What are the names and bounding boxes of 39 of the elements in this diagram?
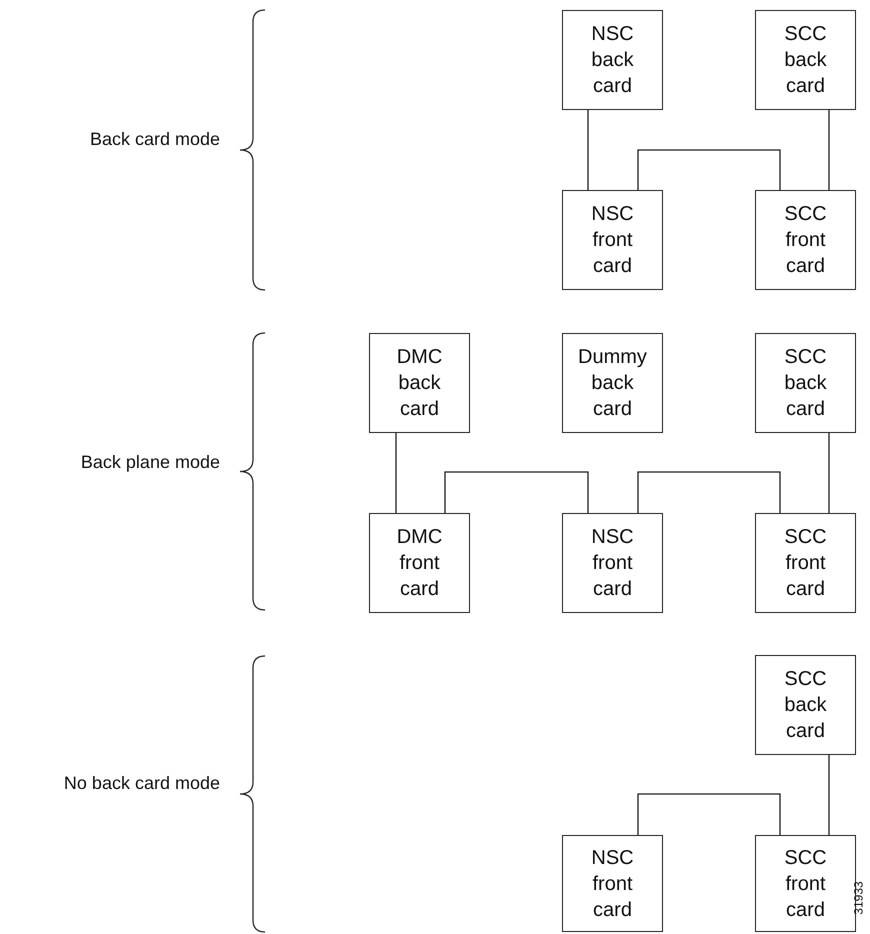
card-label: NSC front card (590, 202, 635, 279)
card-label: SCC front card (783, 525, 828, 602)
card-box (755, 835, 856, 932)
connector-line (637, 471, 781, 513)
card-label: NSC back card (590, 22, 635, 99)
card-label: SCC front card (783, 846, 828, 922)
card-box (369, 333, 470, 433)
card-box (562, 190, 663, 290)
card-box (755, 10, 856, 110)
card-box (755, 513, 856, 613)
connector-line (828, 110, 830, 190)
card-box (562, 513, 663, 613)
card-box (755, 190, 856, 290)
mode-label: No back card mode (64, 773, 220, 794)
mode-label: Back card mode (90, 129, 220, 150)
connector-line (395, 433, 397, 513)
card-box (562, 333, 663, 433)
card-box (755, 333, 856, 433)
card-box (369, 513, 470, 613)
connector-line (637, 149, 781, 190)
card-label: DMC front card (396, 525, 444, 602)
card-label: NSC front card (590, 525, 635, 602)
connector-line (444, 471, 589, 513)
card-box (755, 655, 856, 755)
figure-number: 31933 (852, 881, 866, 915)
connector-line (637, 793, 781, 835)
mode-label: Back plane mode (80, 452, 220, 473)
card-label: NSC front card (590, 846, 635, 922)
connector-line (587, 110, 589, 190)
card-label: SCC back card (783, 667, 828, 744)
connector-line (828, 433, 830, 513)
card-label: SCC back card (783, 22, 828, 99)
card-label: Dummy back card (577, 345, 648, 422)
card-label: SCC back card (783, 345, 828, 422)
card-box (562, 835, 663, 932)
card-label: DMC back card (396, 345, 444, 422)
connector-line (828, 755, 830, 835)
card-box (562, 10, 663, 110)
card-label: SCC front card (783, 202, 828, 279)
